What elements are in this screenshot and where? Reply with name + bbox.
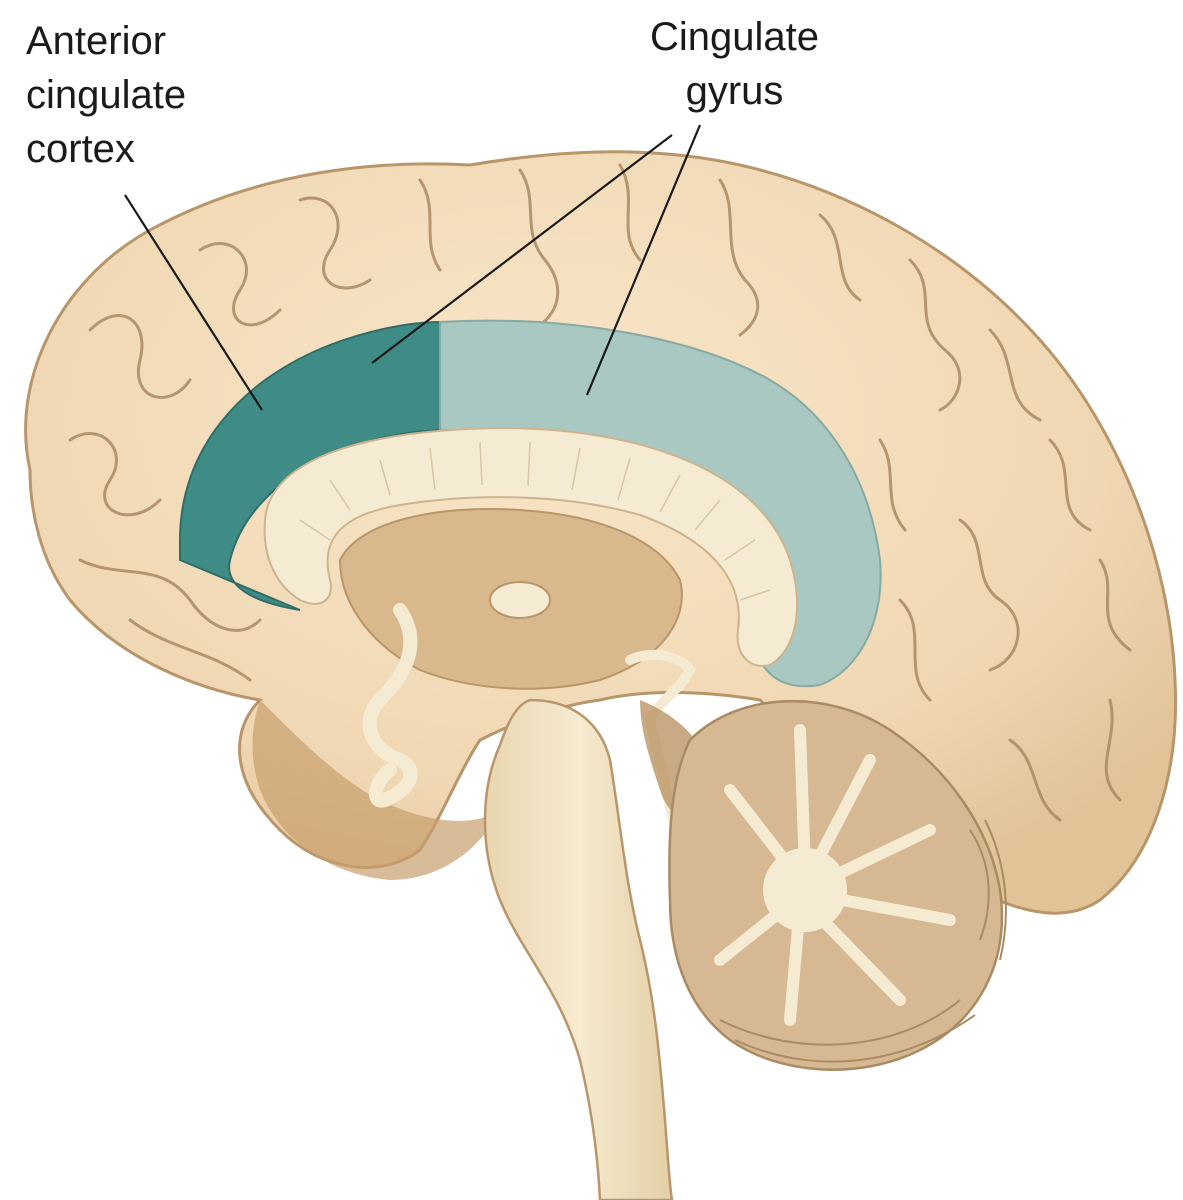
label-line: gyrus xyxy=(685,69,784,113)
brainstem xyxy=(483,698,674,1200)
corpus-callosum-fibers xyxy=(299,441,771,601)
arbor-vitae-center xyxy=(763,848,847,932)
label-anterior-cingulate-cortex: Anterior cingulate cortex xyxy=(26,14,186,176)
label-line: cingulate xyxy=(26,73,187,117)
label-cingulate-gyrus: Cingulate gyrus xyxy=(650,10,819,118)
label-line: cortex xyxy=(26,127,135,171)
cerebellum-folia xyxy=(719,819,1007,1063)
corpus-callosum xyxy=(263,426,799,667)
leader-line-anterior-cingulate xyxy=(124,194,263,411)
leader-line-cingulate-2 xyxy=(585,124,702,396)
sulci-lines xyxy=(68,163,1132,822)
interthalamic-adhesion xyxy=(489,581,551,619)
temporal-lobe xyxy=(252,700,500,880)
label-line: Cingulate xyxy=(650,15,820,59)
anterior-cingulate-region xyxy=(179,320,441,611)
leader-lines xyxy=(124,124,702,411)
third-ventricle xyxy=(362,603,418,808)
leader-line-cingulate-1 xyxy=(371,134,673,364)
label-line: Anterior xyxy=(26,19,167,63)
